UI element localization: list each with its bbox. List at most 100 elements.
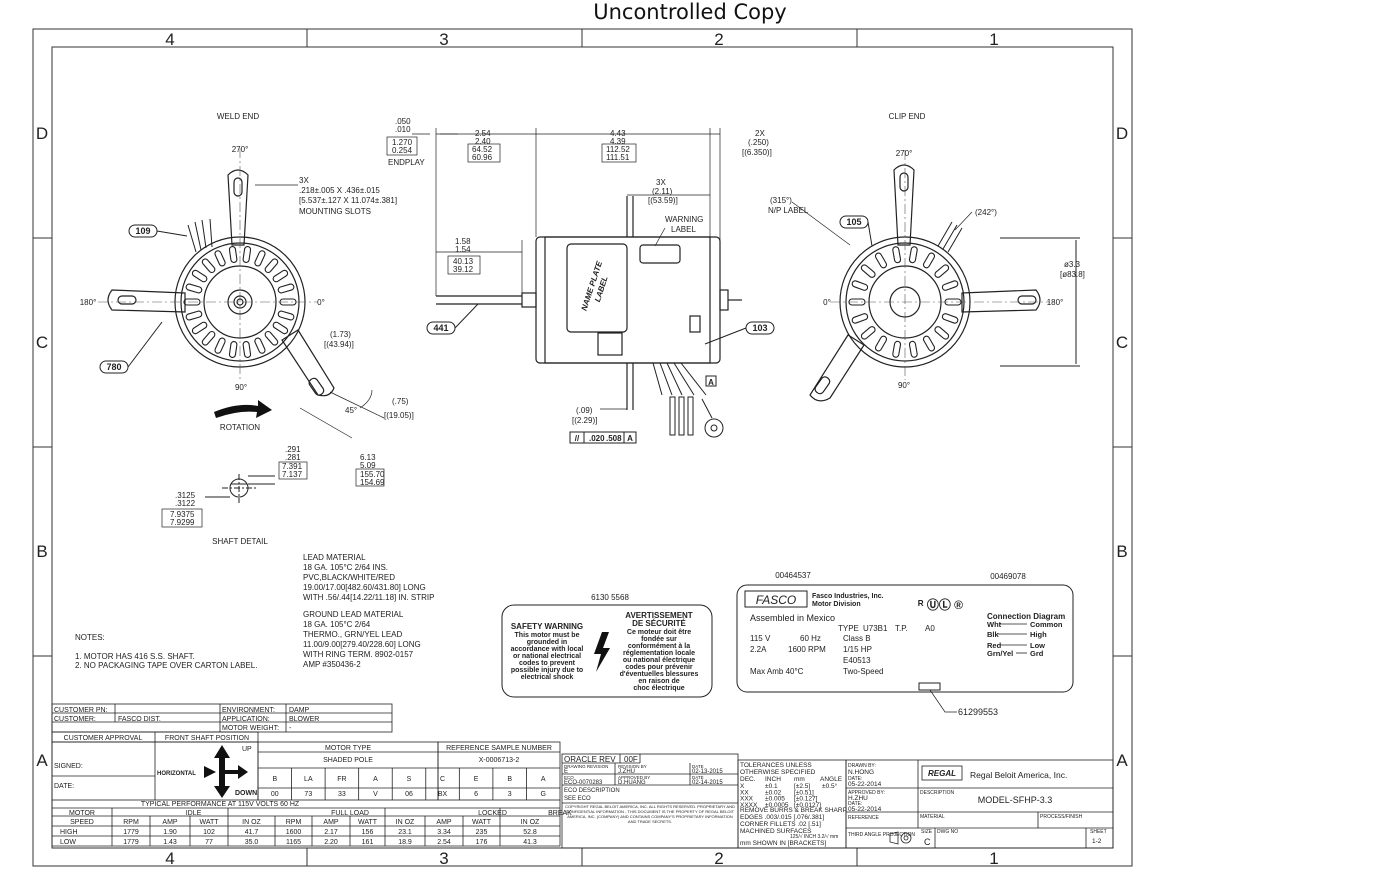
title-block: DRAWN BY: N.HONG DATE: 05-22-2014 APPROV…	[845, 759, 1114, 849]
weld-angle-bottom: 90°	[235, 383, 247, 392]
safety-fr-title: AVERTISSEMENT	[625, 611, 693, 620]
np-to-2: High	[1030, 630, 1047, 639]
down-label: DOWN	[235, 790, 257, 797]
eco-head-3: DATE	[692, 775, 704, 780]
projection-icon	[889, 831, 912, 845]
vent-slot	[860, 326, 876, 340]
code-value: G	[540, 791, 545, 798]
up-label: UP	[242, 746, 252, 753]
safety-fr-6: codes pour prévenir	[625, 664, 693, 671]
clip-end-title: CLIP END	[889, 112, 926, 121]
shaft-len-3: 64.52	[472, 145, 493, 154]
weight-label: MOTOR WEIGHT:	[222, 725, 279, 732]
perf-cell: 2.20	[324, 839, 338, 846]
perf-cell: 1165	[286, 839, 301, 846]
hub-2: 5.09	[360, 461, 376, 470]
weld-angle-left: 180°	[80, 298, 97, 307]
vent-slot	[277, 310, 295, 321]
lead-line-3: PVC,BLACK/WHITE/RED	[303, 573, 395, 582]
eco-head-2: APPROVED BY	[618, 775, 650, 780]
perf-cell: 2.54	[437, 839, 451, 846]
weld-end-title: WELD END	[217, 112, 259, 121]
vent-slot	[191, 269, 208, 283]
lead-line-4: 19.00/17.00[482.60/431.80] LONG	[303, 583, 426, 592]
perf-motor-label: MOTOR	[69, 810, 95, 817]
callout-103: 103	[752, 323, 767, 333]
date1: 05-22-2014	[848, 781, 882, 788]
offset-in: (.09)	[576, 406, 593, 415]
code-head: A	[373, 776, 378, 783]
perf-subhead: IN OZ	[396, 819, 415, 826]
zone-col-top-3: 3	[439, 30, 448, 49]
zone-col-bot-2: 2	[714, 849, 723, 868]
body-len-3: 112.52	[606, 145, 630, 154]
copyright-notice: COPYRIGHT REGAL BELOIT AMERICA, INC. ALL…	[565, 804, 735, 824]
vent-slot	[242, 245, 252, 263]
code-value: 33	[338, 791, 346, 798]
sheet-label: SHEET	[1090, 829, 1107, 835]
code-value: 6	[474, 791, 478, 798]
size-label: SIZE	[921, 829, 933, 835]
perf-cell: 52.8	[523, 829, 537, 836]
perf-subhead: AMP	[323, 819, 339, 826]
drawn-by-label: DRAWN BY:	[848, 763, 876, 769]
signed-label: SIGNED:	[54, 763, 83, 770]
tolerance-cell: ±0.5°	[822, 782, 838, 790]
zone-col-top-2: 2	[714, 30, 723, 49]
tolerance-cell: X	[740, 783, 745, 790]
sheet-value: 1-2	[1092, 838, 1102, 845]
tolerance-rows: X±0.1[±2.5]±0.5°XX±0.02[±0.51]XXX±0.005[…	[740, 782, 838, 809]
np-amb: Max Amb 40°C	[750, 667, 804, 676]
tol-machined: MACHINED SURFACES	[740, 828, 812, 835]
tolerance-block: TOLERANCES UNLESS OTHERWISE SPECIFIED DE…	[737, 759, 847, 849]
safety-fr-5: ou national électrique	[623, 657, 695, 664]
tol-surface: 125/√ INCH 3.2/√ mm	[790, 833, 838, 840]
perf-group: BREAK	[548, 810, 572, 817]
perf-cell: HIGH	[60, 829, 78, 836]
clip-ventilation-slots	[848, 246, 962, 358]
flat-2: .281	[285, 453, 301, 462]
dia-mm-1: 7.9375	[170, 510, 195, 519]
rev-head-2: REVISION BY	[618, 764, 647, 769]
radius-in: (1.73)	[330, 330, 351, 339]
tolerance-cell: [±2.5]	[794, 783, 810, 790]
np-speed: Two-Speed	[843, 667, 883, 676]
clip-angle-left: 0°	[823, 298, 831, 307]
vent-slot	[892, 246, 902, 264]
datum-a: A	[708, 378, 714, 387]
safety-en-6: possible injury due to	[511, 667, 583, 674]
safety-fr-2: fondée sur	[641, 636, 677, 643]
vent-slot	[264, 258, 279, 274]
clip-angle-bottom: 90°	[898, 381, 910, 390]
date2: 05-22-2014	[848, 806, 882, 813]
np-part-right: 00469078	[990, 572, 1026, 581]
slotpos-3: [(53.59)]	[648, 196, 678, 205]
np-part-left: 00464537	[775, 571, 811, 580]
callout-441: 441	[433, 323, 448, 333]
safety-fr-8: en raison de	[638, 678, 679, 685]
code-value: BX	[438, 791, 448, 798]
motor-type: SHADED POLE	[323, 757, 373, 764]
np-hp: 1/15 HP	[843, 645, 872, 654]
zone-col-top-1: 1	[989, 30, 998, 49]
ground-line-5: WITH RING TERM. 8902-0157	[303, 650, 414, 659]
notes-title: NOTES:	[75, 633, 105, 642]
rev-head-3: DATE	[692, 764, 704, 769]
np-to-4: Grd	[1030, 649, 1044, 658]
slotpos-2: (2.11)	[652, 187, 673, 196]
safety-en-7: electrical shock	[521, 674, 574, 681]
cust-value: FASCO DIST.	[118, 716, 161, 723]
perf-subhead: RPM	[286, 819, 302, 826]
tol-value: .020	[589, 434, 605, 443]
shaft-len-2: 2.40	[475, 137, 491, 146]
dwg-label: DWG NO	[937, 829, 958, 835]
eco-desc: SEE ECO	[564, 796, 591, 802]
note-2: 2. NO PACKAGING TAPE OVER CARTON LABEL.	[75, 661, 257, 670]
studs-2: (.250)	[748, 138, 769, 147]
tolerance-cell: ±0.005	[765, 796, 785, 803]
np-hz: 60 Hz	[800, 634, 821, 643]
vent-slot	[214, 250, 226, 267]
rev-r2-1: D.HUANG	[618, 780, 646, 786]
endplay-3: 1.270	[392, 138, 413, 147]
